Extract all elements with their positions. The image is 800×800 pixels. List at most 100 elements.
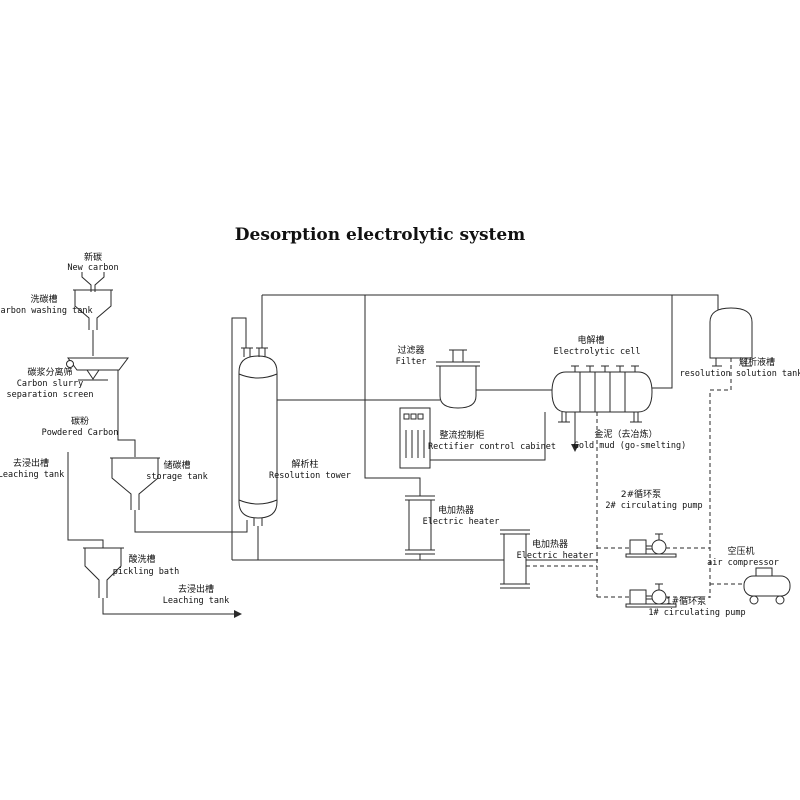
process-piping [67, 294, 719, 618]
label-pickling-zh: 酸洗槽 [128, 553, 155, 565]
label-powdered-carbon-en: Powdered Carbon [42, 428, 119, 438]
pump1-nozzle [655, 583, 663, 590]
pump1-base [625, 603, 677, 608]
label-powdered-carbon-zh: 碳粉 [71, 415, 89, 427]
vibrator [66, 360, 74, 368]
tower-top-nozzles [241, 347, 268, 357]
diagram-title: Desorption electrolytic system [235, 225, 525, 245]
label-leaching-left-en: Leaching tank [0, 470, 64, 480]
label-pump1-zh: 1#循环泵 [666, 595, 706, 607]
cell-top-nozzles [571, 365, 639, 372]
label-washing-tank-zh: 洗碳槽 [30, 293, 57, 305]
electric-heater-2 [500, 529, 530, 589]
carbon-washing-tank [73, 289, 113, 330]
label-solution-tank-zh: 解析液槽 [739, 356, 775, 368]
label-gold-mud-en: Gold mud (go-smelting) [574, 441, 687, 451]
label-cell-en: Electrolytic cell [554, 347, 641, 357]
label-cell-zh: 电解槽 [577, 334, 604, 346]
label-washing-tank-en: Carbon washing tank [0, 306, 93, 316]
label-heater2-en: Electric heater [517, 551, 594, 561]
air-compressor [743, 567, 791, 605]
label-leaching-bottom-en: Leaching tank [163, 596, 230, 606]
compressor-motor [755, 567, 773, 577]
compressor-wheel-left [749, 595, 759, 605]
pipe-storage-to-tower [134, 510, 248, 533]
cell-dividers [579, 372, 626, 412]
pump2-coupling [646, 545, 652, 550]
label-leaching-left-zh: 去浸出槽 [13, 457, 49, 469]
label-compressor-en: air compressor [707, 558, 779, 568]
screen-deck [67, 357, 129, 371]
rectifier-control-cabinet [399, 407, 431, 469]
new-carbon-hopper [81, 272, 105, 292]
filter-body [439, 365, 477, 409]
screen-support [86, 369, 100, 380]
label-screen-zh: 碳浆分离筛 [27, 366, 72, 378]
circulating-pump-2 [625, 533, 677, 558]
label-filter-en: Filter [396, 357, 427, 367]
dash-tank-return [709, 358, 732, 598]
pipe-tower-left-bypass [231, 317, 247, 560]
label-pickling-en: pickling bath [113, 567, 180, 577]
label-rectifier-en: Rectifier control cabinet [428, 442, 556, 452]
resolution-tower [238, 347, 278, 526]
pump1-volute [651, 589, 667, 605]
cabinet-body [399, 407, 431, 469]
pump2-base [625, 553, 677, 558]
pickling-bath [83, 547, 124, 598]
pipe-cell-to-top-run [652, 295, 673, 389]
indicator-1 [403, 413, 410, 420]
cell-legs [558, 412, 642, 423]
arrow-gold-mud [571, 444, 579, 452]
label-leaching-bottom-zh: 去浸出槽 [178, 583, 214, 595]
tank-body [709, 307, 753, 359]
circulating-pump-1 [625, 583, 677, 608]
tank-legs [712, 358, 752, 367]
label-tower-zh: 解析柱 [291, 458, 318, 470]
label-storage-tank-en: storage tank [146, 472, 207, 482]
pump2-motor [629, 539, 647, 555]
label-storage-tank-zh: 储碳槽 [163, 459, 190, 471]
pump2-volute [651, 539, 667, 555]
carbon-slurry-separation-screen [66, 357, 129, 381]
compressor-tank [743, 575, 791, 597]
tower-bottom-stem [253, 518, 263, 526]
filter-flange [436, 361, 480, 367]
carbon-storage-tank [110, 457, 160, 510]
cell-body [551, 371, 653, 413]
label-new-carbon-en: New carbon [67, 263, 118, 273]
label-heater2-zh: 电加热器 [532, 538, 568, 550]
labels: Desorption electrolytic system 新碳 New ca… [0, 225, 800, 618]
pipe-top-run-to-tank [262, 294, 719, 315]
heater1-body [408, 499, 432, 551]
pump2-nozzle [655, 533, 663, 540]
cabinet-vents [405, 430, 425, 458]
label-gold-mud-zh: 金泥（去冶炼） [594, 428, 657, 440]
pipe-rectifier-to-cell [430, 412, 546, 461]
label-pump2-zh: 2#循环泵 [621, 488, 661, 500]
electrolytic-cell [551, 365, 653, 423]
filter-vessel [436, 349, 480, 409]
hopper-outline [83, 547, 124, 598]
pipe-leaching-left [67, 452, 104, 548]
control-air-lines [526, 358, 744, 598]
pipe-pickling-discharge [102, 598, 234, 615]
electric-heater-1 [405, 495, 435, 555]
label-pump1-en: 1# circulating pump [648, 608, 745, 618]
label-compressor-zh: 空压机 [727, 545, 754, 557]
label-heater1-zh: 电加热器 [438, 504, 474, 516]
compressor-wheel-right [775, 595, 785, 605]
hopper-outline [81, 272, 105, 292]
arrow-to-leaching [234, 610, 242, 618]
indicator-3 [417, 413, 424, 420]
hopper-outline [110, 457, 160, 510]
tower-welds [238, 373, 278, 505]
resolution-solution-tank [709, 307, 753, 367]
tower-body [238, 355, 278, 519]
label-pump2-en: 2# circulating pump [605, 501, 702, 511]
label-heater1-en: Electric heater [423, 517, 500, 527]
label-tower-en: Resolution tower [269, 471, 351, 481]
label-screen-en2: separation screen [7, 390, 94, 400]
